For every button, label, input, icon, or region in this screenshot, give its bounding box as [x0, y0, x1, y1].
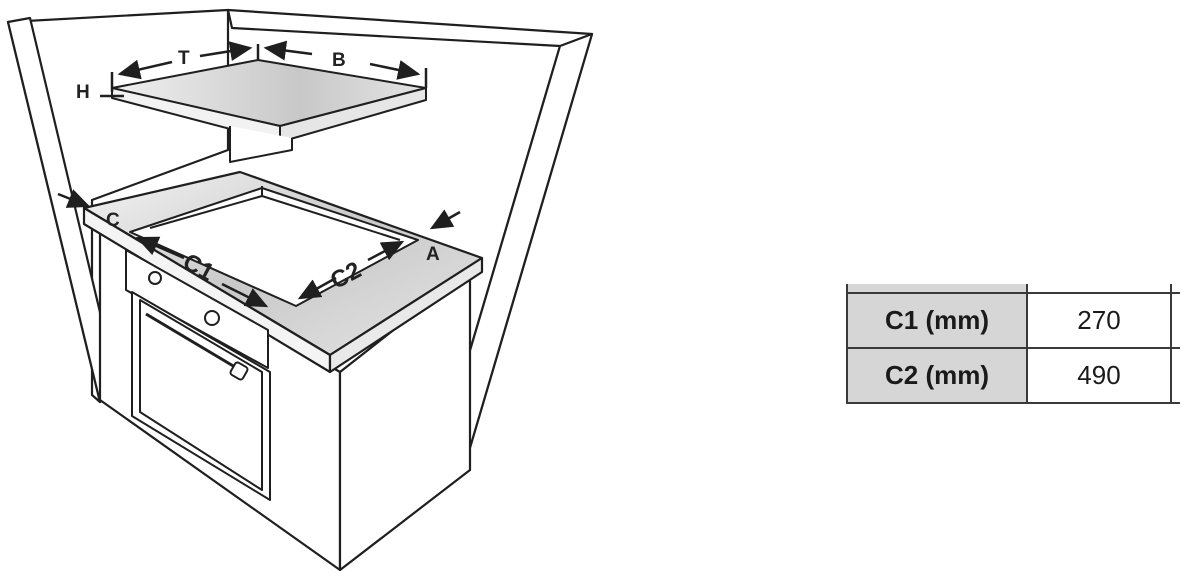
cooker-hood	[111, 59, 427, 163]
dimension-labels: T B H C A C1 C2	[76, 48, 440, 295]
table-row: C1 (mm) 270	[846, 292, 1180, 349]
table-row: C2 (mm) 490	[846, 347, 1180, 404]
row-header-c1: C1 (mm)	[846, 292, 1028, 349]
label-c: C	[106, 210, 120, 231]
table-top-stub	[846, 284, 1180, 294]
label-a: A	[426, 244, 440, 265]
label-t: T	[178, 48, 190, 69]
built-in-oven	[125, 249, 271, 501]
label-b: B	[332, 50, 346, 71]
dimension-arrows	[57, 40, 461, 308]
dimension-table: C1 (mm) 270 C2 (mm) 490	[846, 284, 1180, 404]
installation-diagram: T B H C A C1 C2	[6, 8, 594, 572]
row-header-c2: C2 (mm)	[846, 347, 1028, 404]
hob-glass	[129, 186, 419, 307]
row-value-c2: 490	[1026, 347, 1172, 404]
row-value-c1: 270	[1026, 292, 1172, 349]
label-h: H	[76, 82, 90, 103]
